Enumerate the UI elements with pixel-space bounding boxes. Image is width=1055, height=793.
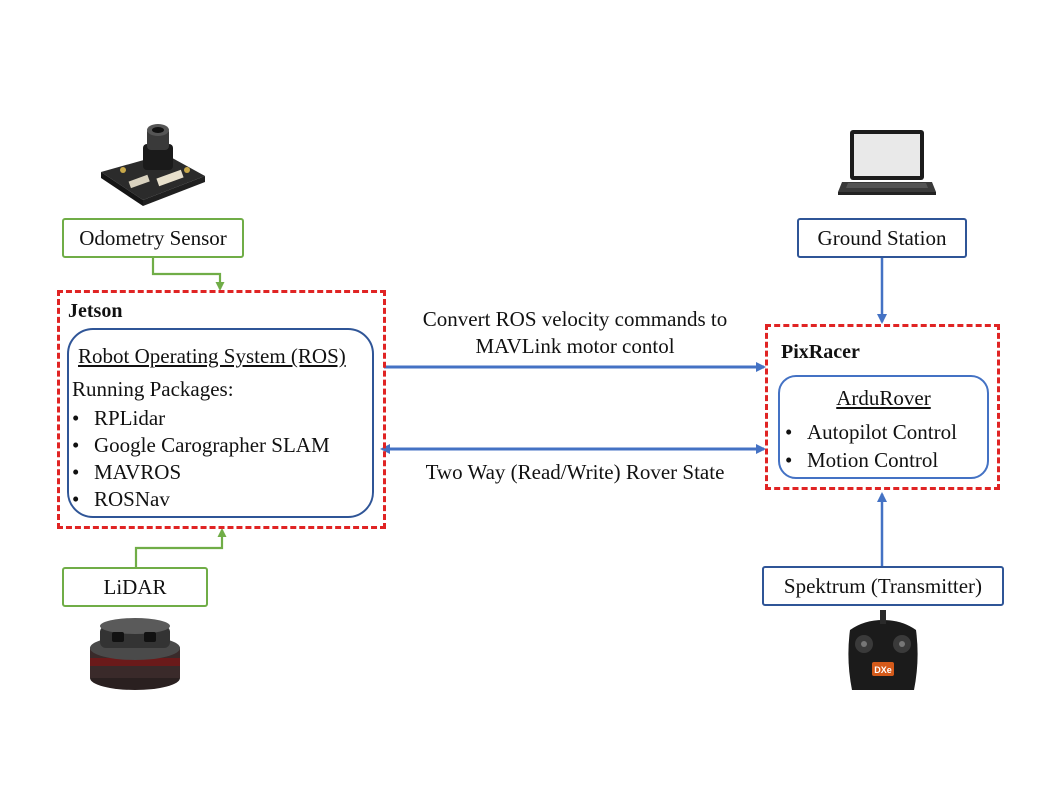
lidar-to-jetson-connector xyxy=(134,528,227,567)
top-link-line2: MAVLink motor contol xyxy=(475,334,675,358)
ardurover-item: Motion Control xyxy=(785,448,938,473)
spektrum-node: Spektrum (Transmitter) xyxy=(762,566,1004,606)
odometry-to-jetson-connector xyxy=(151,257,225,291)
ardurover-item: Autopilot Control xyxy=(785,420,957,445)
lidar-node: LiDAR xyxy=(62,567,208,607)
ardurover-box xyxy=(778,375,989,479)
package-item: RPLidar xyxy=(72,406,165,431)
laptop-icon xyxy=(838,130,936,195)
ros-box xyxy=(67,328,374,518)
pixracer-title: PixRacer xyxy=(781,341,860,363)
package-item: Google Carographer SLAM xyxy=(72,433,330,458)
ros-title: Robot Operating System (ROS) xyxy=(78,344,346,368)
top-link-line1: Convert ROS velocity commands to xyxy=(422,307,728,331)
bottom-link-label: Two Way (Read/Write) Rover State xyxy=(425,460,725,484)
rc-transmitter-icon: DXe xyxy=(848,610,918,690)
lidar-icon xyxy=(90,618,180,690)
pixracer-container xyxy=(765,324,1000,490)
camera-module-icon xyxy=(101,124,205,206)
ardurover-title: ArduRover xyxy=(836,386,931,410)
odometry-sensor-node: Odometry Sensor xyxy=(62,218,244,258)
odometry-sensor-label: Odometry Sensor xyxy=(79,225,227,250)
ground-station-node: Ground Station xyxy=(797,218,967,258)
transmitter-badge: DXe xyxy=(874,665,892,675)
lidar-label: LiDAR xyxy=(103,574,167,599)
ground-station-label: Ground Station xyxy=(817,225,947,250)
package-item: ROSNav xyxy=(72,487,170,512)
jetson-container xyxy=(57,290,386,529)
top-link-label: Convert ROS velocity commands to MAVLink… xyxy=(395,306,755,360)
packages-label: Running Packages: xyxy=(72,377,234,401)
jetson-title: Jetson xyxy=(68,300,123,322)
spektrum-label: Spektrum (Transmitter) xyxy=(783,573,983,598)
package-item: MAVROS xyxy=(72,460,181,485)
